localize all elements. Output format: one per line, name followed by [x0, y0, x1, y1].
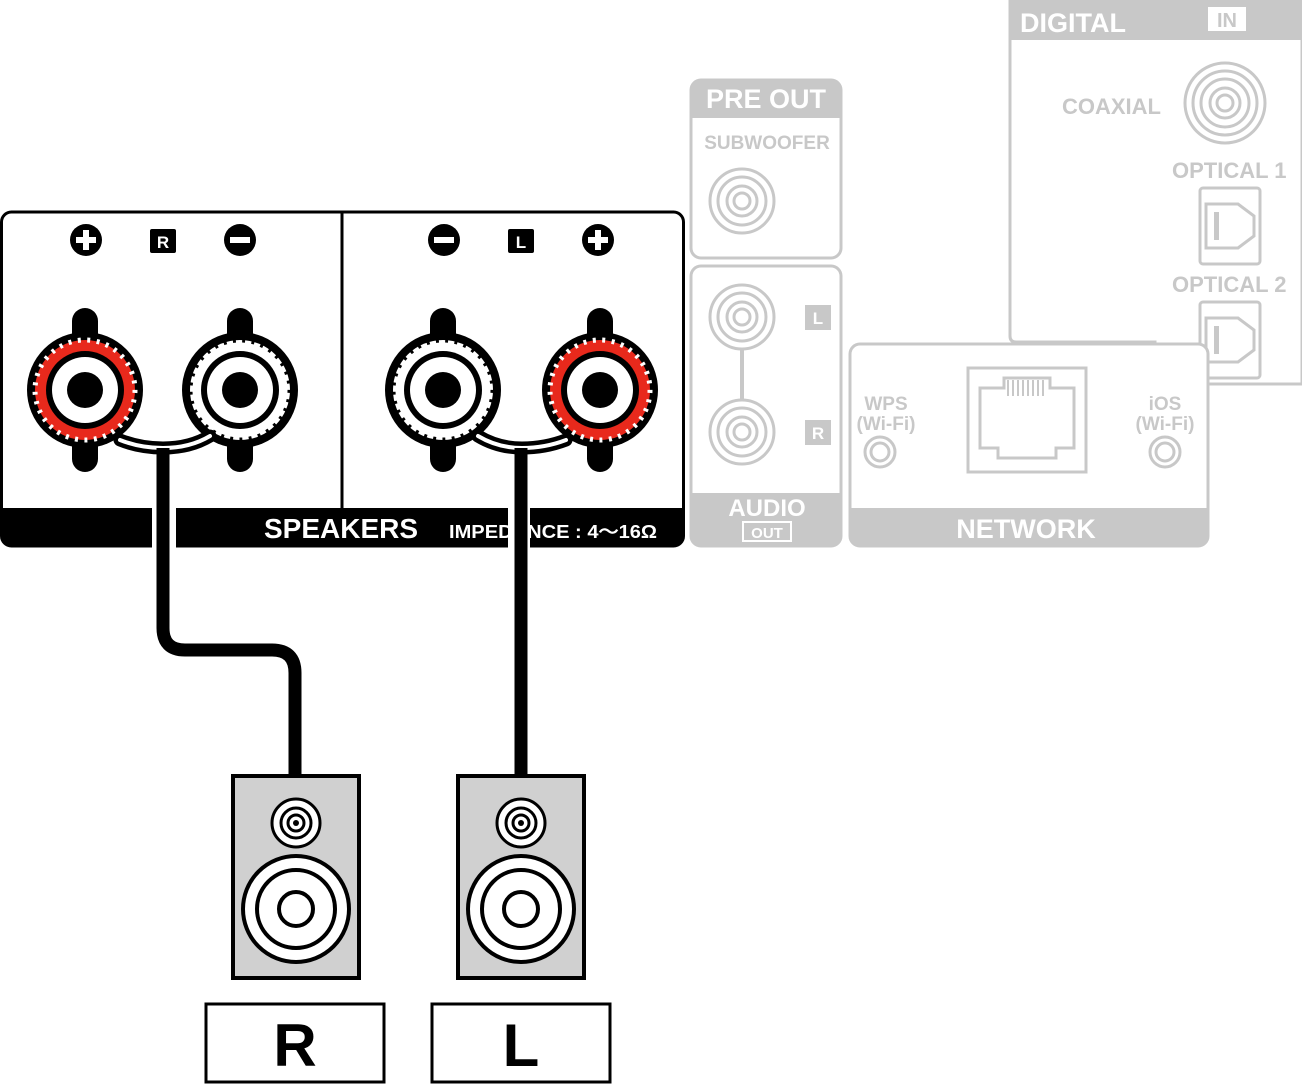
ios-label: iOS — [1149, 394, 1182, 415]
digital-in-badge: IN — [1217, 10, 1237, 32]
speaker-label-left-text: L — [503, 1012, 540, 1079]
wps-wifi-label: (Wi-Fi) — [857, 414, 916, 435]
ios-button-icon[interactable] — [1148, 435, 1182, 469]
subwoofer-jack-icon[interactable] — [708, 167, 776, 235]
optical2-label: OPTICAL 2 — [1172, 272, 1287, 297]
network-panel: NETWORK WPS (Wi-Fi) iOS (Wi-Fi) — [848, 342, 1210, 548]
pre-out-title: PRE OUT — [706, 84, 827, 114]
audio-out-r-jack-icon[interactable] — [708, 398, 776, 466]
wps-button-icon[interactable] — [863, 435, 897, 469]
pre-out-panel: PRE OUT SUBWOOFER — [689, 78, 843, 260]
audio-out-l-badge: L — [813, 309, 823, 328]
speaker-right-icon — [231, 774, 361, 980]
speakers-panel: SPEAKERS IMPEDANCE : 4～16Ω R L — [0, 210, 685, 548]
optical1-label: OPTICAL 1 — [1172, 158, 1287, 183]
coaxial-jack-icon[interactable] — [1183, 61, 1267, 145]
speakers-title: SPEAKERS — [264, 513, 418, 544]
optical1-jack-icon[interactable] — [1198, 186, 1262, 266]
minus-icon — [428, 224, 460, 256]
digital-title: DIGITAL — [1020, 8, 1126, 38]
impedance-label: IMPEDANCE : 4～16Ω — [449, 522, 657, 542]
speaker-label-right-text: R — [273, 1012, 316, 1079]
audio-out-r-badge: R — [812, 424, 824, 443]
audio-out-badge: OUT — [751, 525, 783, 542]
audio-out-l-jack-icon[interactable] — [708, 283, 776, 351]
plus-icon — [70, 224, 102, 256]
wps-label: WPS — [864, 394, 907, 415]
speaker-cable-left — [471, 429, 573, 780]
speaker-cable-right — [113, 429, 302, 780]
coaxial-label: COAXIAL — [1062, 94, 1161, 119]
ethernet-port-icon[interactable] — [966, 366, 1088, 474]
speakers-r-badge: R — [157, 233, 169, 252]
minus-icon — [224, 224, 256, 256]
speaker-label-right: R — [204, 1002, 386, 1084]
ios-wifi-label: (Wi-Fi) — [1136, 414, 1195, 435]
subwoofer-label: SUBWOOFER — [704, 133, 830, 154]
audio-out-title: AUDIO — [728, 495, 805, 522]
digital-in-panel: DIGITAL IN COAXIAL OPTICAL 1 OPTICAL 2 — [1008, 0, 1302, 386]
network-title: NETWORK — [956, 514, 1096, 544]
plus-icon — [582, 224, 614, 256]
speaker-label-left: L — [430, 1002, 612, 1084]
speaker-left-icon — [456, 774, 586, 980]
audio-out-panel: L R AUDIO OUT — [689, 264, 843, 548]
speakers-l-badge: L — [516, 233, 526, 252]
